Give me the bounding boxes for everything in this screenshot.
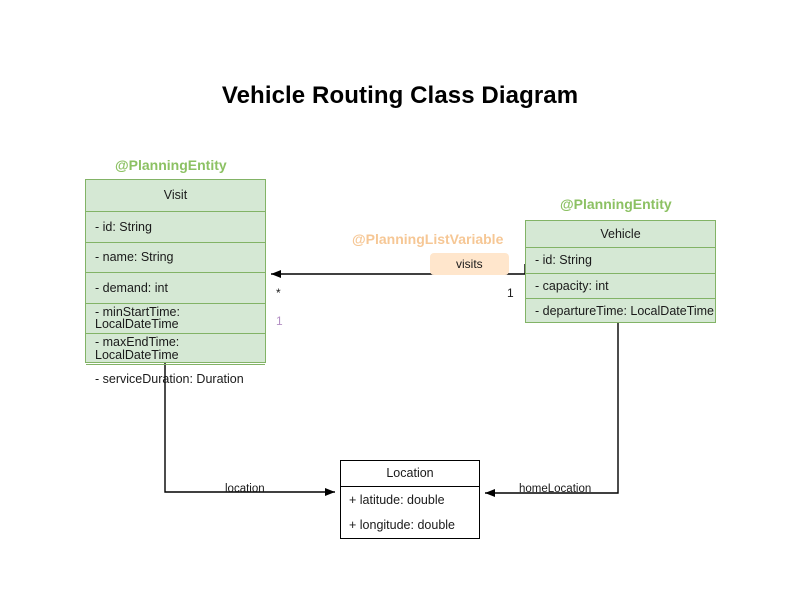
class-attribute: - departureTime: LocalDateTime bbox=[526, 298, 715, 324]
class-attribute: - maxEndTime: LocalDateTime bbox=[86, 333, 265, 364]
class-attribute: - serviceDuration: Duration bbox=[86, 363, 265, 395]
class-attribute: - id: String bbox=[526, 247, 715, 273]
class-attribute: - id: String bbox=[86, 211, 265, 242]
class-attribute: - capacity: int bbox=[526, 272, 715, 299]
edge-label-visits: visits bbox=[430, 253, 509, 275]
class-attribute: - name: String bbox=[86, 241, 265, 273]
class-name-visit: Visit bbox=[163, 188, 188, 203]
class-attribute: - minStartTime: LocalDateTime bbox=[86, 302, 265, 334]
class-name-location: Location bbox=[341, 461, 479, 487]
class-attribute: - demand: int bbox=[86, 272, 265, 303]
class-box-location[interactable]: Location + latitude: double + longitude:… bbox=[340, 460, 480, 539]
edge-label-home-location: homeLocation bbox=[519, 483, 592, 495]
annotation-planning-list-variable: @PlanningListVariable bbox=[352, 231, 504, 247]
class-attribute: + longitude: double bbox=[349, 518, 455, 532]
class-attribute: + latitude: double bbox=[349, 492, 445, 507]
class-name-vehicle: Vehicle bbox=[600, 226, 641, 241]
multiplicity-visit-side: * bbox=[276, 286, 281, 300]
multiplicity-vehicle-side: 1 bbox=[507, 286, 514, 300]
edge-label-location: location bbox=[225, 483, 265, 495]
edge-vehicle-home-location bbox=[485, 323, 619, 497]
page-title: Vehicle Routing Class Diagram bbox=[221, 82, 579, 109]
annotation-visit-planning-entity: @PlanningEntity bbox=[115, 157, 227, 173]
annotation-vehicle-planning-entity: @PlanningEntity bbox=[560, 196, 672, 212]
multiplicity-visit-side-secondary: 1 bbox=[276, 314, 283, 328]
class-box-visit[interactable]: Visit - id: String - name: String - dema… bbox=[85, 179, 266, 385]
class-box-vehicle[interactable]: Vehicle - id: String - capacity: int - d… bbox=[525, 220, 716, 323]
